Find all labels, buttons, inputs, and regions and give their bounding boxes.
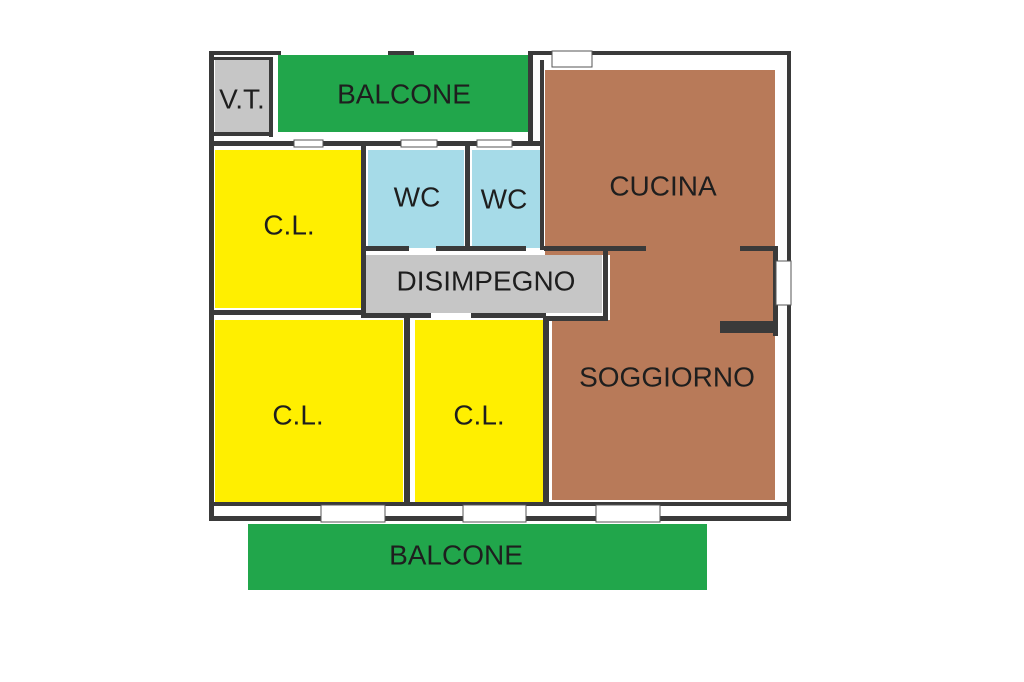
label-cl-top: C.L. [263, 209, 314, 240]
label-vt: V.T. [219, 83, 265, 114]
label-cl-bottom-left: C.L. [272, 399, 323, 430]
label-cl-bottom-mid: C.L. [453, 399, 504, 430]
room-cl-bottom-left [215, 320, 403, 502]
room-balcone-top [278, 55, 532, 132]
label-wc-1: WC [394, 181, 441, 212]
label-balcone-bottom: BALCONE [389, 539, 523, 570]
room-cl-bottom-mid [415, 320, 543, 502]
room-vt [215, 60, 269, 132]
room-disimpegno [366, 255, 602, 313]
label-balcone-top: BALCONE [337, 78, 471, 109]
room-wc-2 [472, 150, 540, 248]
room-wc-1 [368, 150, 464, 248]
label-disimpegno: DISIMPEGNO [397, 265, 576, 296]
label-wc-2: WC [481, 183, 528, 214]
room-cl-top [215, 150, 361, 308]
room-balcone-bottom [248, 524, 707, 590]
room-cucina-soggiorno [545, 70, 775, 500]
windows [293, 50, 792, 523]
label-soggiorno: SOGGIORNO [579, 361, 755, 392]
label-cucina: CUCINA [609, 170, 717, 201]
walls [209, 51, 791, 521]
